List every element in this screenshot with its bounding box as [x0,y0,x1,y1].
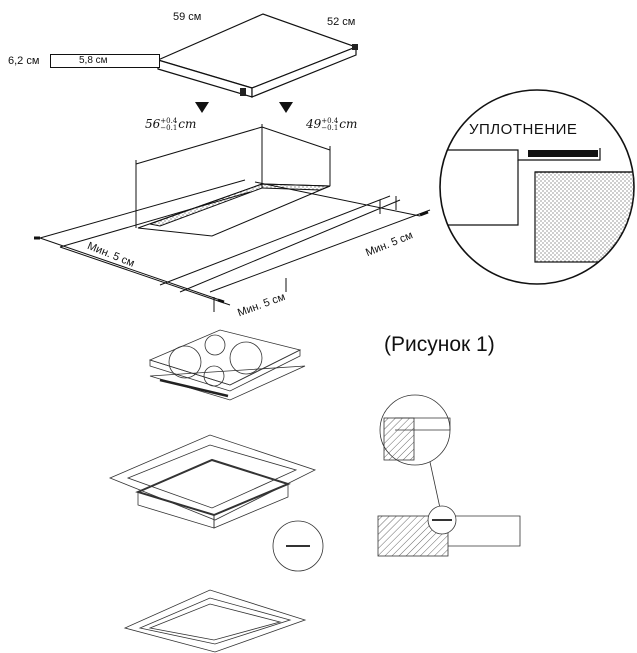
thickness-label: 6,2 см [8,55,40,67]
inner-height-label: 5,8 см [50,54,160,68]
exploded-cooktop-view [148,329,306,401]
cutout-width-value: 56 [145,117,161,131]
exploded-frame-view [108,434,324,572]
cutout-diagram [34,124,431,312]
edge-detail-view [377,394,521,557]
cooktop-illustration [156,13,358,98]
down-arrow-icon [195,102,293,113]
width-label: 59 см [173,11,202,23]
cutout-width-tolerance-down: −0.1 [160,123,178,132]
inner-height-text: 5,8 см [79,55,108,66]
cutout-depth-value: 49 [306,117,322,131]
depth-label: 52 см [327,16,356,28]
cutout-depth-unit: cm [339,117,358,131]
cutout-depth-tolerance-down: −0.1 [321,123,339,132]
cutout-width-unit: cm [178,117,197,131]
cutout-width-tolerance-up: +0.4 [160,116,178,125]
seal-detail [439,89,635,285]
seal-label: УПЛОТНЕНИЕ [469,121,578,138]
exploded-base-view [123,589,307,653]
cutout-depth-tolerance-up: +0.4 [321,116,339,125]
figure-caption: (Рисунок 1) [384,333,495,356]
